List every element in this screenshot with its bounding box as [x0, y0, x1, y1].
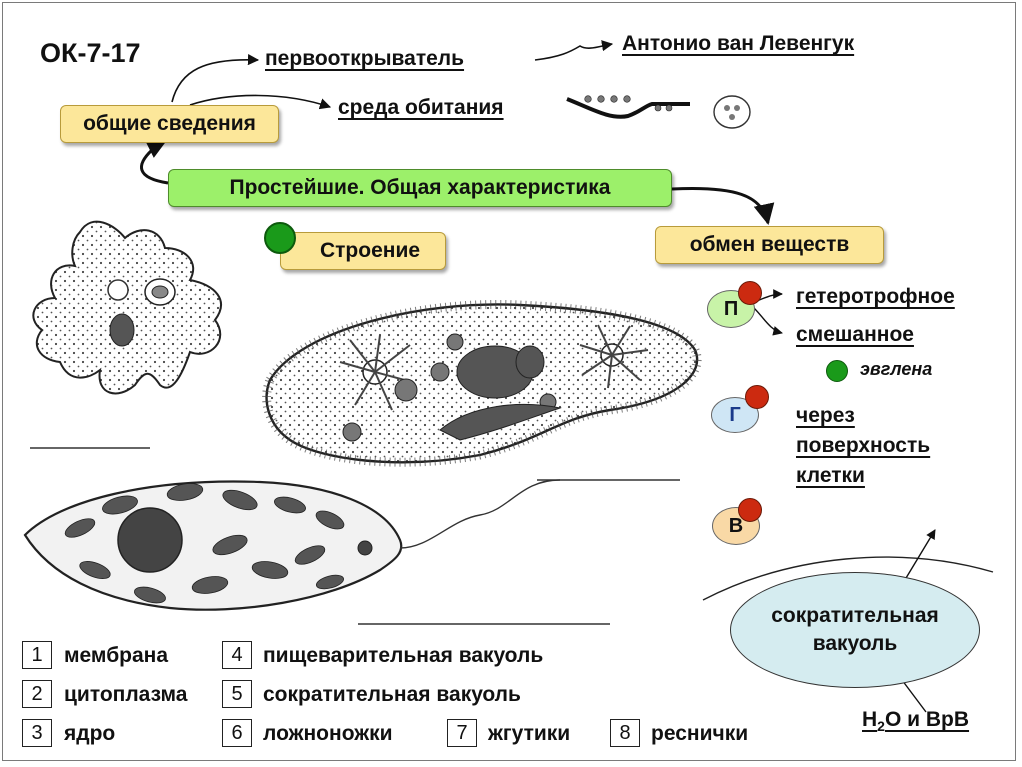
legend-num-1: 1	[22, 641, 52, 669]
arrow-main-to-metabolism	[671, 186, 775, 226]
legend-num-3: 3	[22, 719, 52, 747]
legend-num-7: 7	[447, 719, 477, 747]
contractile-vacuole-ellipse: сократительная вакуоль	[730, 572, 980, 688]
heterotrophic-label: гетеротрофное	[796, 285, 955, 308]
legend-label-6: ложноножки	[263, 722, 393, 745]
slide-title: ОК-7-17	[40, 38, 141, 68]
green-dot-icon	[264, 222, 296, 254]
legend-label-8: реснички	[651, 722, 749, 745]
legend-label-2: цитоплазма	[64, 683, 188, 706]
water-sub: 2	[877, 718, 885, 735]
arrow-to-name	[534, 40, 614, 61]
cell-edge-curve	[702, 556, 994, 601]
discoverer-name: Антонио ван Левенгук	[622, 32, 855, 55]
legend-num-2: 2	[22, 680, 52, 708]
legend-label-5: сократительная вакуоль	[263, 683, 521, 706]
water-rest: O и ВрВ	[884, 708, 970, 731]
euglena-label: эвглена	[860, 359, 933, 379]
v-badge: В	[712, 507, 760, 545]
legend-num-6: 6	[222, 719, 252, 747]
vacuole-label-line-1: сократительная	[771, 604, 939, 627]
metabolism-box: обмен веществ	[655, 226, 884, 264]
legend-num-4: 4	[222, 641, 252, 669]
arrow-main-to-general	[140, 138, 169, 185]
p-red-dot-icon	[738, 281, 762, 305]
g-red-dot-icon	[745, 385, 769, 409]
arrow-to-discoverer	[171, 54, 260, 103]
through-surface-line-1: через	[796, 404, 855, 427]
arrow-to-habitat	[189, 94, 332, 110]
legend-label-4: пищеварительная вакуоль	[263, 644, 544, 667]
main-title-box: Простейшие. Общая характеристика	[168, 169, 672, 207]
legend-label-3: ядро	[64, 722, 116, 745]
legend-label-7: жгутики	[488, 722, 571, 745]
mixed-label: смешанное	[796, 323, 914, 346]
habitat-label: среда обитания	[338, 96, 504, 119]
water-label: H2O и ВрВ	[862, 708, 969, 734]
legend-num-5: 5	[222, 680, 252, 708]
amoeba-drawing	[32, 220, 222, 395]
structure-box: Строение	[280, 232, 446, 270]
legend-num-8: 8	[610, 719, 640, 747]
discoverer-label: первооткрыватель	[265, 47, 465, 70]
paramecium-drawing	[262, 299, 702, 467]
general-info-box: общие сведения	[60, 105, 279, 143]
through-surface-line-2: поверхность	[796, 434, 931, 457]
water-h: H	[862, 708, 878, 731]
vacuole-label-line-2: вакуоль	[812, 632, 898, 655]
through-surface-line-3: клетки	[796, 464, 865, 487]
euglena-drawing	[23, 479, 561, 611]
legend-label-1: мембрана	[64, 644, 169, 667]
euglena-dot-icon	[826, 360, 848, 382]
v-red-dot-icon	[738, 498, 762, 522]
habitat-icon	[566, 95, 751, 129]
arrow-to-mixed	[753, 307, 783, 336]
